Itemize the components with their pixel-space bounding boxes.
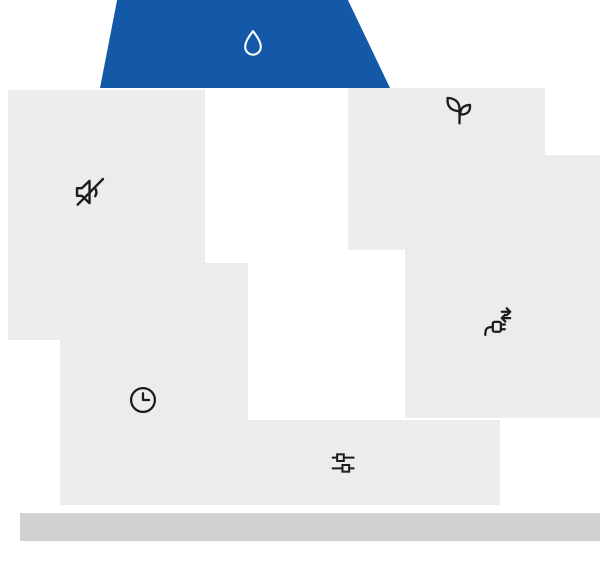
bottom-bar bbox=[20, 513, 600, 541]
leaf-icon[interactable] bbox=[441, 92, 478, 129]
top-banner bbox=[100, 0, 390, 88]
clock-icon[interactable] bbox=[126, 383, 160, 417]
water-drop-icon bbox=[235, 26, 271, 62]
panel-right bbox=[405, 155, 600, 418]
panel-bottom-middle bbox=[205, 420, 500, 505]
plug-sync-icon[interactable] bbox=[479, 304, 515, 340]
speaker-mute-icon[interactable] bbox=[71, 173, 109, 211]
options-sliders-icon[interactable] bbox=[327, 447, 359, 479]
